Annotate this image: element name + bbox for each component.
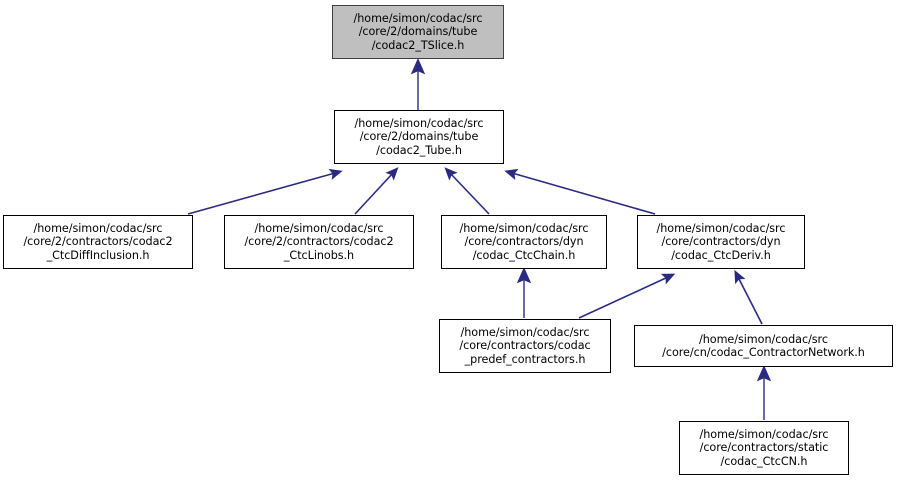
node-line: /home/simon/codac/src xyxy=(459,221,589,235)
node-line: /core/contractors/static xyxy=(699,441,829,455)
node-line: _CtcDiffInclusion.h xyxy=(46,248,150,262)
node-line: /home/simon/codac/src xyxy=(33,221,163,235)
node-line: /codac2_TSlice.h xyxy=(371,38,465,52)
edge-contractornetwork-to-ctcderiv xyxy=(734,269,763,325)
node-line: _CtcLinobs.h xyxy=(283,248,355,262)
node-line: /home/simon/codac/src xyxy=(699,332,828,346)
node-line: /core/2/contractors/codac2 xyxy=(244,235,394,249)
node-codac2-tslice[interactable]: /home/simon/codac/src /core/2/domains/tu… xyxy=(332,5,504,59)
node-line: /core/contractors/dyn xyxy=(464,235,584,249)
node-line: /home/simon/codac/src xyxy=(354,116,484,130)
node-codac-contractornetwork[interactable]: /home/simon/codac/src /core/cn/codac_Con… xyxy=(634,325,893,367)
node-line: /codac_CtcCN.h xyxy=(720,454,808,468)
node-codac-ctcderiv[interactable]: /home/simon/codac/src /core/contractors/… xyxy=(637,215,805,269)
node-codac-ctcchain[interactable]: /home/simon/codac/src /core/contractors/… xyxy=(441,215,607,269)
node-codac2-tube[interactable]: /home/simon/codac/src /core/2/domains/tu… xyxy=(334,110,504,164)
edge-ctcderiv-to-tube xyxy=(504,168,656,215)
node-line: /core/2/contractors/codac2 xyxy=(23,235,173,249)
node-codac2-ctcdiffinclusion[interactable]: /home/simon/codac/src /core/2/contractor… xyxy=(3,215,193,269)
node-line: /home/simon/codac/src xyxy=(460,325,590,339)
node-line: /core/contractors/dyn xyxy=(661,235,781,249)
node-line: /codac_CtcDeriv.h xyxy=(671,248,771,262)
node-line: /home/simon/codac/src xyxy=(254,221,384,235)
edge-predef-to-ctcderiv xyxy=(578,273,676,319)
node-line: /codac_CtcChain.h xyxy=(472,248,576,262)
node-line: /core/cn/codac_ContractorNetwork.h xyxy=(662,346,865,359)
node-line: /home/simon/codac/src xyxy=(656,221,786,235)
node-line: /home/simon/codac/src xyxy=(699,427,829,441)
node-codac-predef-contractors[interactable]: /home/simon/codac/src /core/contractors/… xyxy=(439,319,611,373)
node-line: /core/contractors/codac xyxy=(459,339,591,353)
node-codac-ctccn[interactable]: /home/simon/codac/src /core/contractors/… xyxy=(679,421,849,475)
edge-ctcchain-to-tube xyxy=(444,167,490,215)
node-line: /core/2/domains/tube xyxy=(359,130,479,144)
node-line: /codac2_Tube.h xyxy=(376,143,462,157)
node-line: /core/2/domains/tube xyxy=(358,25,478,39)
node-line: _predef_contractors.h xyxy=(464,352,586,366)
node-line: /home/simon/codac/src xyxy=(353,11,483,25)
edge-ctclinobs-to-tube xyxy=(354,167,399,215)
edge-ctcdiffinclusion-to-tube xyxy=(187,168,343,215)
node-codac2-ctclinobs[interactable]: /home/simon/codac/src /core/2/contractor… xyxy=(224,215,414,269)
